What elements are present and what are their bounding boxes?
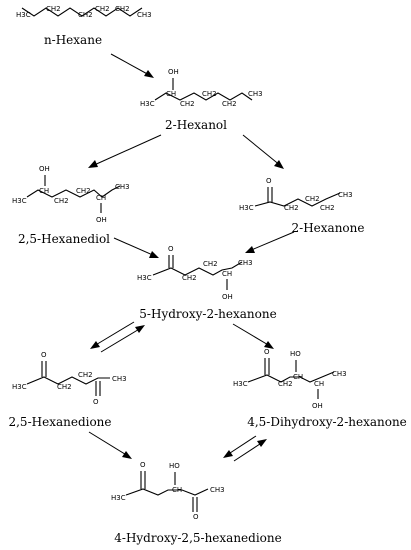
compound-4-5-dihydroxy-2-hexanone: HO O H3C C CH2 CH CH CH3 OH 4,5-Dihydrox… bbox=[233, 348, 407, 429]
compound-name: n-Hexane bbox=[44, 33, 102, 47]
atom-label: CH2 bbox=[46, 5, 61, 13]
arrow-hexanol-to-hexanone bbox=[242, 134, 284, 169]
atom-label: O bbox=[264, 348, 270, 356]
arrow-hexanol-to-hexanediol bbox=[88, 134, 162, 168]
compound-name: 2-Hexanol bbox=[165, 118, 227, 132]
carbon-chain bbox=[247, 371, 335, 383]
atom-label: O bbox=[168, 245, 174, 253]
4-5-dihydroxy-2-hexanone-structure: HO O H3C C CH2 CH CH CH3 OH bbox=[233, 348, 347, 410]
atom-label: OH bbox=[168, 68, 179, 76]
2-5-hexanedione-structure: O H3C C CH2 CH2 C CH3 O bbox=[12, 351, 127, 406]
2-5-hexanediol-structure: OH H3C CH CH2 CH2 CH CH3 OH bbox=[12, 165, 130, 224]
carbon-chain bbox=[21, 7, 143, 17]
atom-label: H3C bbox=[137, 274, 152, 282]
atom-label: CH bbox=[166, 90, 176, 98]
atom-label: CH2 bbox=[284, 204, 299, 212]
atom-label: CH2 bbox=[182, 274, 197, 282]
atom-label: H3C bbox=[140, 100, 155, 108]
atom-label: CH3 bbox=[210, 486, 225, 494]
2-hexanone-structure: O H3C C CH2 CH2 CH2 CH3 bbox=[239, 177, 353, 212]
atom-label: CH2 bbox=[78, 371, 93, 379]
4-hydroxy-2-5-hexanedione-structure: O HO H3C C CH C CH3 O bbox=[111, 461, 225, 521]
atom-label: OH bbox=[39, 165, 50, 173]
compound-4-hydroxy-2-5-hexanedione: O HO H3C C CH C CH3 O 4-Hydroxy-2,5-hexa… bbox=[111, 461, 282, 545]
atom-label: CH2 bbox=[115, 5, 130, 13]
atom-label: H3C bbox=[233, 380, 248, 388]
reaction-arrows bbox=[88, 53, 295, 462]
atom-label: CH2 bbox=[202, 90, 217, 98]
arrow-hexanone-to-hydroxyhexanone bbox=[245, 231, 295, 253]
compound-name: 2,5-Hexanedione bbox=[8, 415, 111, 429]
carbon-chain bbox=[26, 185, 121, 198]
compound-name: 4-Hydroxy-2,5-hexanedione bbox=[114, 531, 281, 545]
compound-2-hexanone: O H3C C CH2 CH2 CH2 CH3 2-Hexanone bbox=[239, 177, 364, 235]
atom-label: CH3 bbox=[112, 375, 127, 383]
atom-label: CH3 bbox=[137, 11, 152, 19]
atom-label: H3C bbox=[12, 383, 27, 391]
atom-label: O bbox=[41, 351, 47, 359]
atom-label: CH3 bbox=[115, 183, 130, 191]
atom-label: CH2 bbox=[180, 100, 195, 108]
atom-label: CH2 bbox=[203, 260, 218, 268]
atom-label: HO bbox=[290, 350, 301, 358]
atom-label: HO bbox=[169, 462, 180, 470]
atom-label: CH bbox=[222, 270, 232, 278]
atom-label: H3C bbox=[16, 11, 31, 19]
compound-5-hydroxy-2-hexanone: O H3C C CH2 CH2 CH CH3 OH 5-Hydroxy-2-he… bbox=[137, 245, 277, 321]
compound-2-5-hexanediol: OH H3C CH CH2 CH2 CH CH3 OH 2,5-Hexanedi… bbox=[12, 165, 130, 246]
compound-name: 2-Hexanone bbox=[292, 221, 365, 235]
atom-label: CH2 bbox=[222, 100, 237, 108]
atom-label: CH2 bbox=[78, 11, 93, 19]
atom-label: CH3 bbox=[238, 259, 253, 267]
arrow-hexanedione-to-hydroxyhexanedione bbox=[88, 431, 132, 459]
atom-label: CH2 bbox=[320, 204, 335, 212]
compound-name: 5-Hydroxy-2-hexanone bbox=[139, 307, 276, 321]
arrow-hydroxyhexanone-to-dihydroxyhexanone bbox=[232, 323, 274, 349]
atom-label: O bbox=[93, 398, 99, 406]
carbon-chain bbox=[154, 92, 253, 101]
n-hexane-structure: H3C CH2 CH2 CH3 CH2 CH2 bbox=[16, 5, 152, 19]
arrow-hexanediol-to-hydroxyhexanone bbox=[113, 237, 159, 258]
atom-label: CH2 bbox=[57, 383, 72, 391]
compound-n-hexane: H3C CH2 CH2 CH3 CH2 CH2 n-Hexane bbox=[16, 5, 152, 47]
atom-label: CH2 bbox=[305, 195, 320, 203]
atom-label: CH2 bbox=[95, 5, 110, 13]
2-hexanol-structure: OH H3C CH CH2 CH2 CH2 CH3 bbox=[140, 68, 263, 108]
compound-2-hexanol: OH H3C CH CH2 CH2 CH2 CH3 2-Hexanol bbox=[140, 68, 263, 132]
atom-label: CH2 bbox=[278, 380, 293, 388]
atom-label: CH2 bbox=[54, 197, 69, 205]
atom-label: OH bbox=[96, 216, 107, 224]
compound-name: 2,5-Hexanediol bbox=[18, 232, 110, 246]
atom-label: CH2 bbox=[76, 187, 91, 195]
atom-label: OH bbox=[222, 293, 233, 301]
carbon-chain bbox=[254, 192, 341, 207]
5-hydroxy-2-hexanone-structure: O H3C C CH2 CH2 CH CH3 OH bbox=[137, 245, 253, 301]
carbon-chain bbox=[125, 488, 209, 496]
atom-label: O bbox=[193, 513, 199, 521]
atom-label: CH bbox=[314, 380, 324, 388]
atom-label: CH bbox=[96, 194, 106, 202]
atom-label: O bbox=[140, 461, 146, 469]
atom-label: CH3 bbox=[338, 191, 353, 199]
atom-label: CH3 bbox=[248, 90, 263, 98]
arrow-hexane-to-hexanol bbox=[110, 53, 154, 78]
atom-label: H3C bbox=[12, 197, 27, 205]
atom-label: H3C bbox=[239, 204, 254, 212]
equilibrium-dihydroxyhexanone-hydroxyhexanedione bbox=[223, 435, 267, 462]
atom-label: OH bbox=[312, 402, 323, 410]
atom-label: CH bbox=[39, 187, 49, 195]
atom-label: H3C bbox=[111, 494, 126, 502]
atom-label: CH3 bbox=[332, 370, 347, 378]
equilibrium-hydroxyhexanone-hexanedione bbox=[90, 321, 145, 353]
carbon-chain bbox=[26, 376, 110, 385]
atom-label: O bbox=[266, 177, 272, 185]
compound-2-5-hexanedione: O H3C C CH2 CH2 C CH3 O 2,5-Hexanedione bbox=[8, 351, 126, 429]
carbon-chain bbox=[152, 261, 243, 276]
compound-name: 4,5-Dihydroxy-2-hexanone bbox=[247, 415, 407, 429]
